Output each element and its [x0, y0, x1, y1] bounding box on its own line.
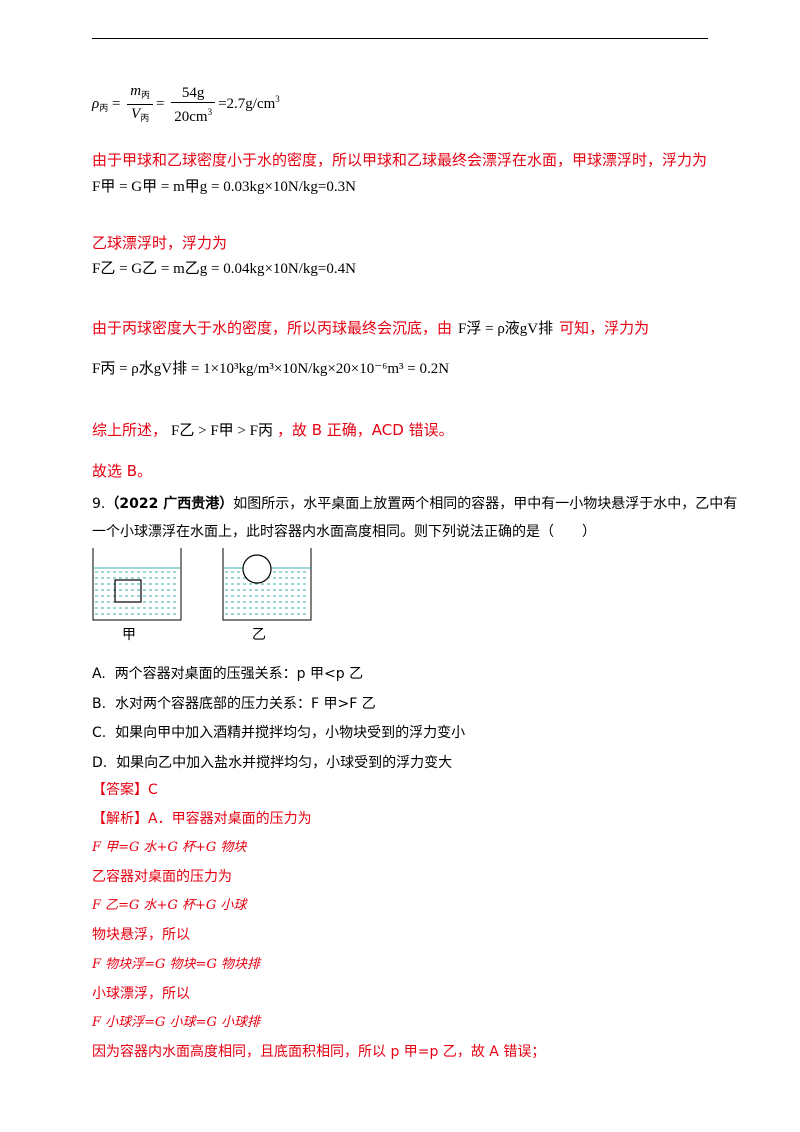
choice-line: 故选 B。 [92, 462, 153, 480]
formula-F-yi: F乙 = G乙 = m乙g = 0.04kg×10N/kg=0.4N [92, 261, 356, 277]
analysis-suspended: 物块悬浮，所以 [92, 927, 190, 943]
formula-F-jia: F甲 = G甲 = m甲g = 0.03kg×10N/kg=0.3N [92, 179, 356, 195]
block-in-water [114, 579, 142, 603]
equation-4: F 小球浮=G 小球=G 小球排 [92, 1015, 260, 1030]
buoyancy-formula: F浮 = ρ液gV排 [458, 321, 554, 337]
header-rule [92, 38, 708, 39]
option-c: C. 如果向甲中加入酒精并搅拌均匀，小物块受到的浮力变小 [92, 725, 466, 741]
figure-label-yi: 乙 [252, 627, 266, 643]
option-d: D. 如果向乙中加入盐水并搅拌均匀，小球受到的浮力变大 [92, 755, 453, 771]
comparison-formula: F乙 > F甲 > F丙 [171, 423, 273, 439]
floating-ball [242, 554, 272, 584]
question-9-line-1: 9.（2022 广西贵港）如图所示，水平桌面上放置两个相同的容器，甲中有一小物块… [92, 496, 738, 512]
container-jia [92, 548, 182, 621]
option-a: A. 两个容器对桌面的压强关系：p 甲<p 乙 [92, 666, 364, 682]
analysis-floating: 小球漂浮，所以 [92, 986, 190, 1002]
summary-line: 综上所述，F乙 > F甲 > F丙，故 B 正确，ACD 错误。 [92, 421, 454, 439]
equation-2: F 乙=G 水+G 杯+G 小球 [92, 898, 247, 913]
explanation-line-1: 由于甲球和乙球密度小于水的密度，所以甲球和乙球最终会漂浮在水面，甲球漂浮时，浮力… [92, 151, 708, 169]
option-b: B. 水对两个容器底部的压力关系：F 甲>F 乙 [92, 696, 376, 712]
container-figure [92, 548, 312, 621]
answer-label: 【答案】C [92, 782, 158, 798]
question-9-line-2: 一个小球漂浮在水面上，此时容器内水面高度相同。则下列说法正确的是（ ） [92, 524, 596, 540]
equation-1: F 甲=G 水+G 杯+G 物块 [92, 840, 247, 855]
container-yi [222, 548, 312, 621]
formula-F-bing: F丙 = ρ水gV排 = 1×10³kg/m³×10N/kg×20×10⁻⁶m³… [92, 361, 450, 377]
equation-3: F 物块浮=G 物块=G 物块排 [92, 957, 260, 972]
analysis-yi: 乙容器对桌面的压力为 [92, 869, 232, 885]
figure-label-jia: 甲 [122, 627, 136, 643]
analysis-intro: 【解析】A．甲容器对桌面的压力为 [92, 811, 312, 827]
explanation-line-2: 乙球漂浮时，浮力为 [92, 234, 228, 252]
analysis-conclusion: 因为容器内水面高度相同，且底面积相同，所以 p 甲=p 乙，故 A 错误； [92, 1044, 546, 1060]
